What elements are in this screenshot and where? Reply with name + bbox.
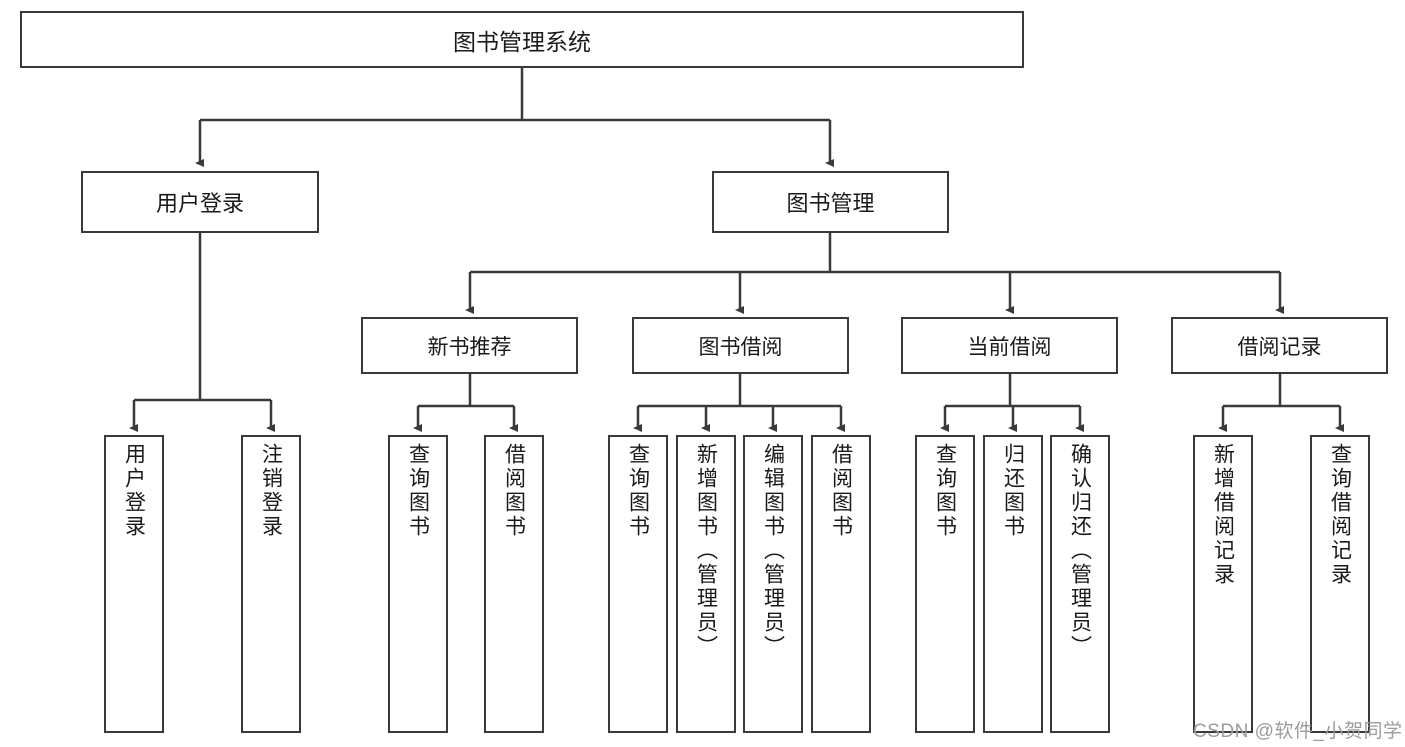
node-leaf-return-book[interactable]: 归还图书 [983,435,1043,733]
node-leaf-query-record-label: 查询借阅记录 [1328,443,1352,587]
node-leaf-borrow-book-1-label: 借阅图书 [502,443,526,539]
node-leaf-query-book-1[interactable]: 查询图书 [388,435,448,733]
node-book-borrow-label: 图书借阅 [698,335,783,359]
node-leaf-confirm-return-label: 确认归还（管理员） [1068,443,1092,659]
node-book-management[interactable]: 图书管理 [712,171,949,233]
node-user-login[interactable]: 用户登录 [81,171,319,233]
node-leaf-confirm-return[interactable]: 确认归还（管理员） [1050,435,1110,733]
node-leaf-borrow-book-1[interactable]: 借阅图书 [484,435,544,733]
node-leaf-borrow-book-2-label: 借阅图书 [829,443,853,539]
node-new-book-recommend-label: 新书推荐 [427,335,512,359]
node-leaf-user-login-label: 用户登录 [122,443,146,539]
node-new-book-recommend[interactable]: 新书推荐 [361,317,578,374]
node-current-borrow-label: 当前借阅 [967,335,1052,359]
node-leaf-user-login[interactable]: 用户登录 [104,435,164,733]
node-user-login-label: 用户登录 [155,191,244,216]
node-book-management-label: 图书管理 [786,191,875,216]
node-leaf-return-book-label: 归还图书 [1001,443,1025,539]
node-leaf-add-record[interactable]: 新增借阅记录 [1193,435,1253,733]
node-leaf-add-book-label: 新增图书（管理员） [694,443,718,659]
node-leaf-add-book[interactable]: 新增图书（管理员） [676,435,736,733]
node-root[interactable]: 图书管理系统 [20,11,1024,68]
node-leaf-query-book-3[interactable]: 查询图书 [915,435,975,733]
node-root-label: 图书管理系统 [453,28,591,55]
node-leaf-user-logout[interactable]: 注销登录 [241,435,301,733]
node-leaf-user-logout-label: 注销登录 [259,443,283,539]
node-leaf-edit-book[interactable]: 编辑图书（管理员） [743,435,803,733]
node-leaf-query-book-3-label: 查询图书 [933,443,957,539]
node-leaf-query-book-1-label: 查询图书 [406,443,430,539]
node-borrow-record[interactable]: 借阅记录 [1171,317,1388,374]
node-leaf-borrow-book-2[interactable]: 借阅图书 [811,435,871,733]
watermark-text: CSDN @软件_小贺同学 [1193,721,1403,742]
node-leaf-edit-book-label: 编辑图书（管理员） [761,443,785,659]
node-current-borrow[interactable]: 当前借阅 [901,317,1118,374]
node-leaf-query-record[interactable]: 查询借阅记录 [1310,435,1370,733]
node-borrow-record-label: 借阅记录 [1237,335,1322,359]
node-leaf-query-book-2-label: 查询图书 [626,443,650,539]
node-book-borrow[interactable]: 图书借阅 [632,317,849,374]
node-leaf-add-record-label: 新增借阅记录 [1211,443,1235,587]
node-leaf-query-book-2[interactable]: 查询图书 [608,435,668,733]
